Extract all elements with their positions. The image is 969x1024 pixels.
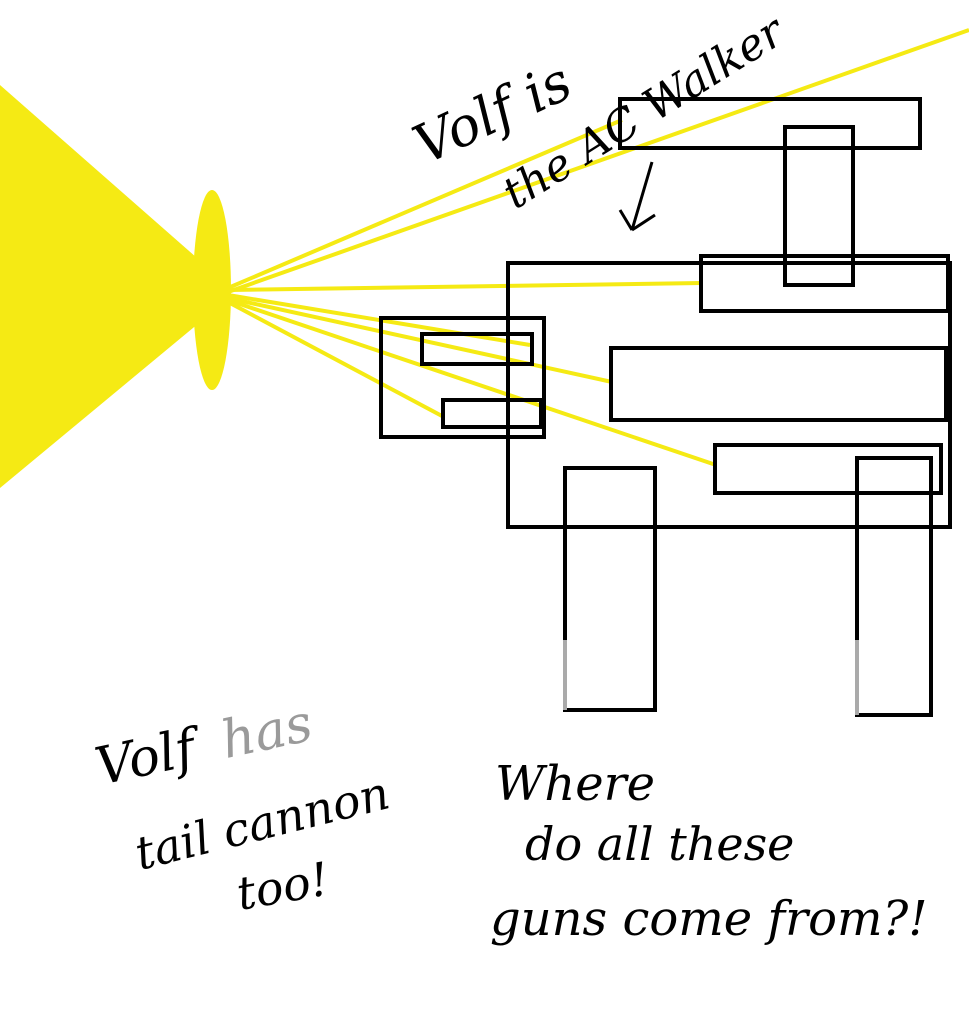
laser-rays [227,28,969,467]
ray [227,300,443,418]
light-cone [0,85,205,488]
tail-cannon-lower [441,398,543,429]
back-leg [855,456,933,717]
tail-note-line1: Volf has [90,693,317,797]
tail-note-has: has [216,693,318,771]
question-line2: do all these [525,817,794,871]
front-leg [563,466,657,712]
lower-cannon [713,443,943,495]
question-line1: Where [495,756,655,812]
neck-post [783,125,855,287]
tail-note-volf: Volf [90,717,208,798]
question-line3: guns come from?! [490,891,928,947]
tail-box [379,316,546,439]
ray [227,298,717,467]
upper-cannon [699,254,950,313]
arrow-icon [618,161,656,232]
ray [227,281,703,292]
tail-cannon-upper [420,332,534,366]
cannon-muzzle-flash [193,190,231,390]
ray [227,28,969,294]
middle-cannon [609,346,948,422]
tail-note-line3: too! [233,852,333,921]
walker-body [506,261,952,529]
top-gun-bar [618,97,922,150]
ray [227,118,623,290]
